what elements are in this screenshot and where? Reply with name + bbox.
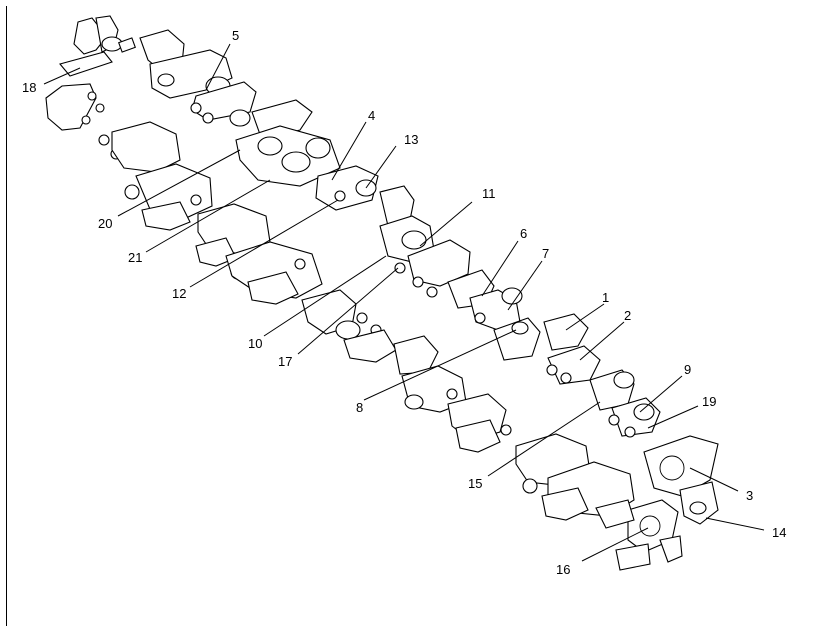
callout-15: 15 xyxy=(468,476,482,491)
callout-1: 1 xyxy=(602,290,609,305)
callout-10: 10 xyxy=(248,336,262,351)
callout-17: 17 xyxy=(278,354,292,369)
callout-9: 9 xyxy=(684,362,691,377)
callout-19: 19 xyxy=(702,394,716,409)
callout-16: 16 xyxy=(556,562,570,577)
upper-chain-assembly xyxy=(45,15,719,571)
holder-group-6-7 xyxy=(469,287,541,361)
callout-2: 2 xyxy=(624,308,631,323)
lower-group-d xyxy=(401,365,512,453)
callout-18: 18 xyxy=(22,80,36,95)
holder-group-11 xyxy=(379,215,495,309)
lower-group-e xyxy=(515,433,635,529)
lower-group-b xyxy=(195,203,323,305)
callout-14: 14 xyxy=(772,525,786,540)
callout-4: 4 xyxy=(368,108,375,123)
callout-21: 21 xyxy=(128,250,142,265)
callout-11: 11 xyxy=(482,186,496,201)
callout-3: 3 xyxy=(746,488,753,503)
lower-group-c xyxy=(301,289,439,375)
holder-group-4-13 xyxy=(235,99,415,227)
holder-group-5 xyxy=(139,29,257,127)
leader-lines xyxy=(43,43,765,562)
end-plate-assembly xyxy=(615,435,719,571)
lower-chain-assembly xyxy=(98,121,635,529)
callout-labels: 5 4 13 11 6 7 1 2 9 19 3 14 16 15 8 17 1… xyxy=(22,28,786,577)
callout-5: 5 xyxy=(232,28,239,43)
callout-6: 6 xyxy=(520,226,527,241)
holder-group-1-2 xyxy=(543,313,601,385)
page-left-border xyxy=(6,6,7,626)
callout-13: 13 xyxy=(404,132,418,147)
callout-12: 12 xyxy=(172,286,186,301)
callout-7: 7 xyxy=(542,246,549,261)
callout-20: 20 xyxy=(98,216,112,231)
callout-8: 8 xyxy=(356,400,363,415)
holder-group-9-19 xyxy=(589,369,661,438)
lower-group-a xyxy=(98,121,213,231)
top-left-holder xyxy=(45,15,136,131)
